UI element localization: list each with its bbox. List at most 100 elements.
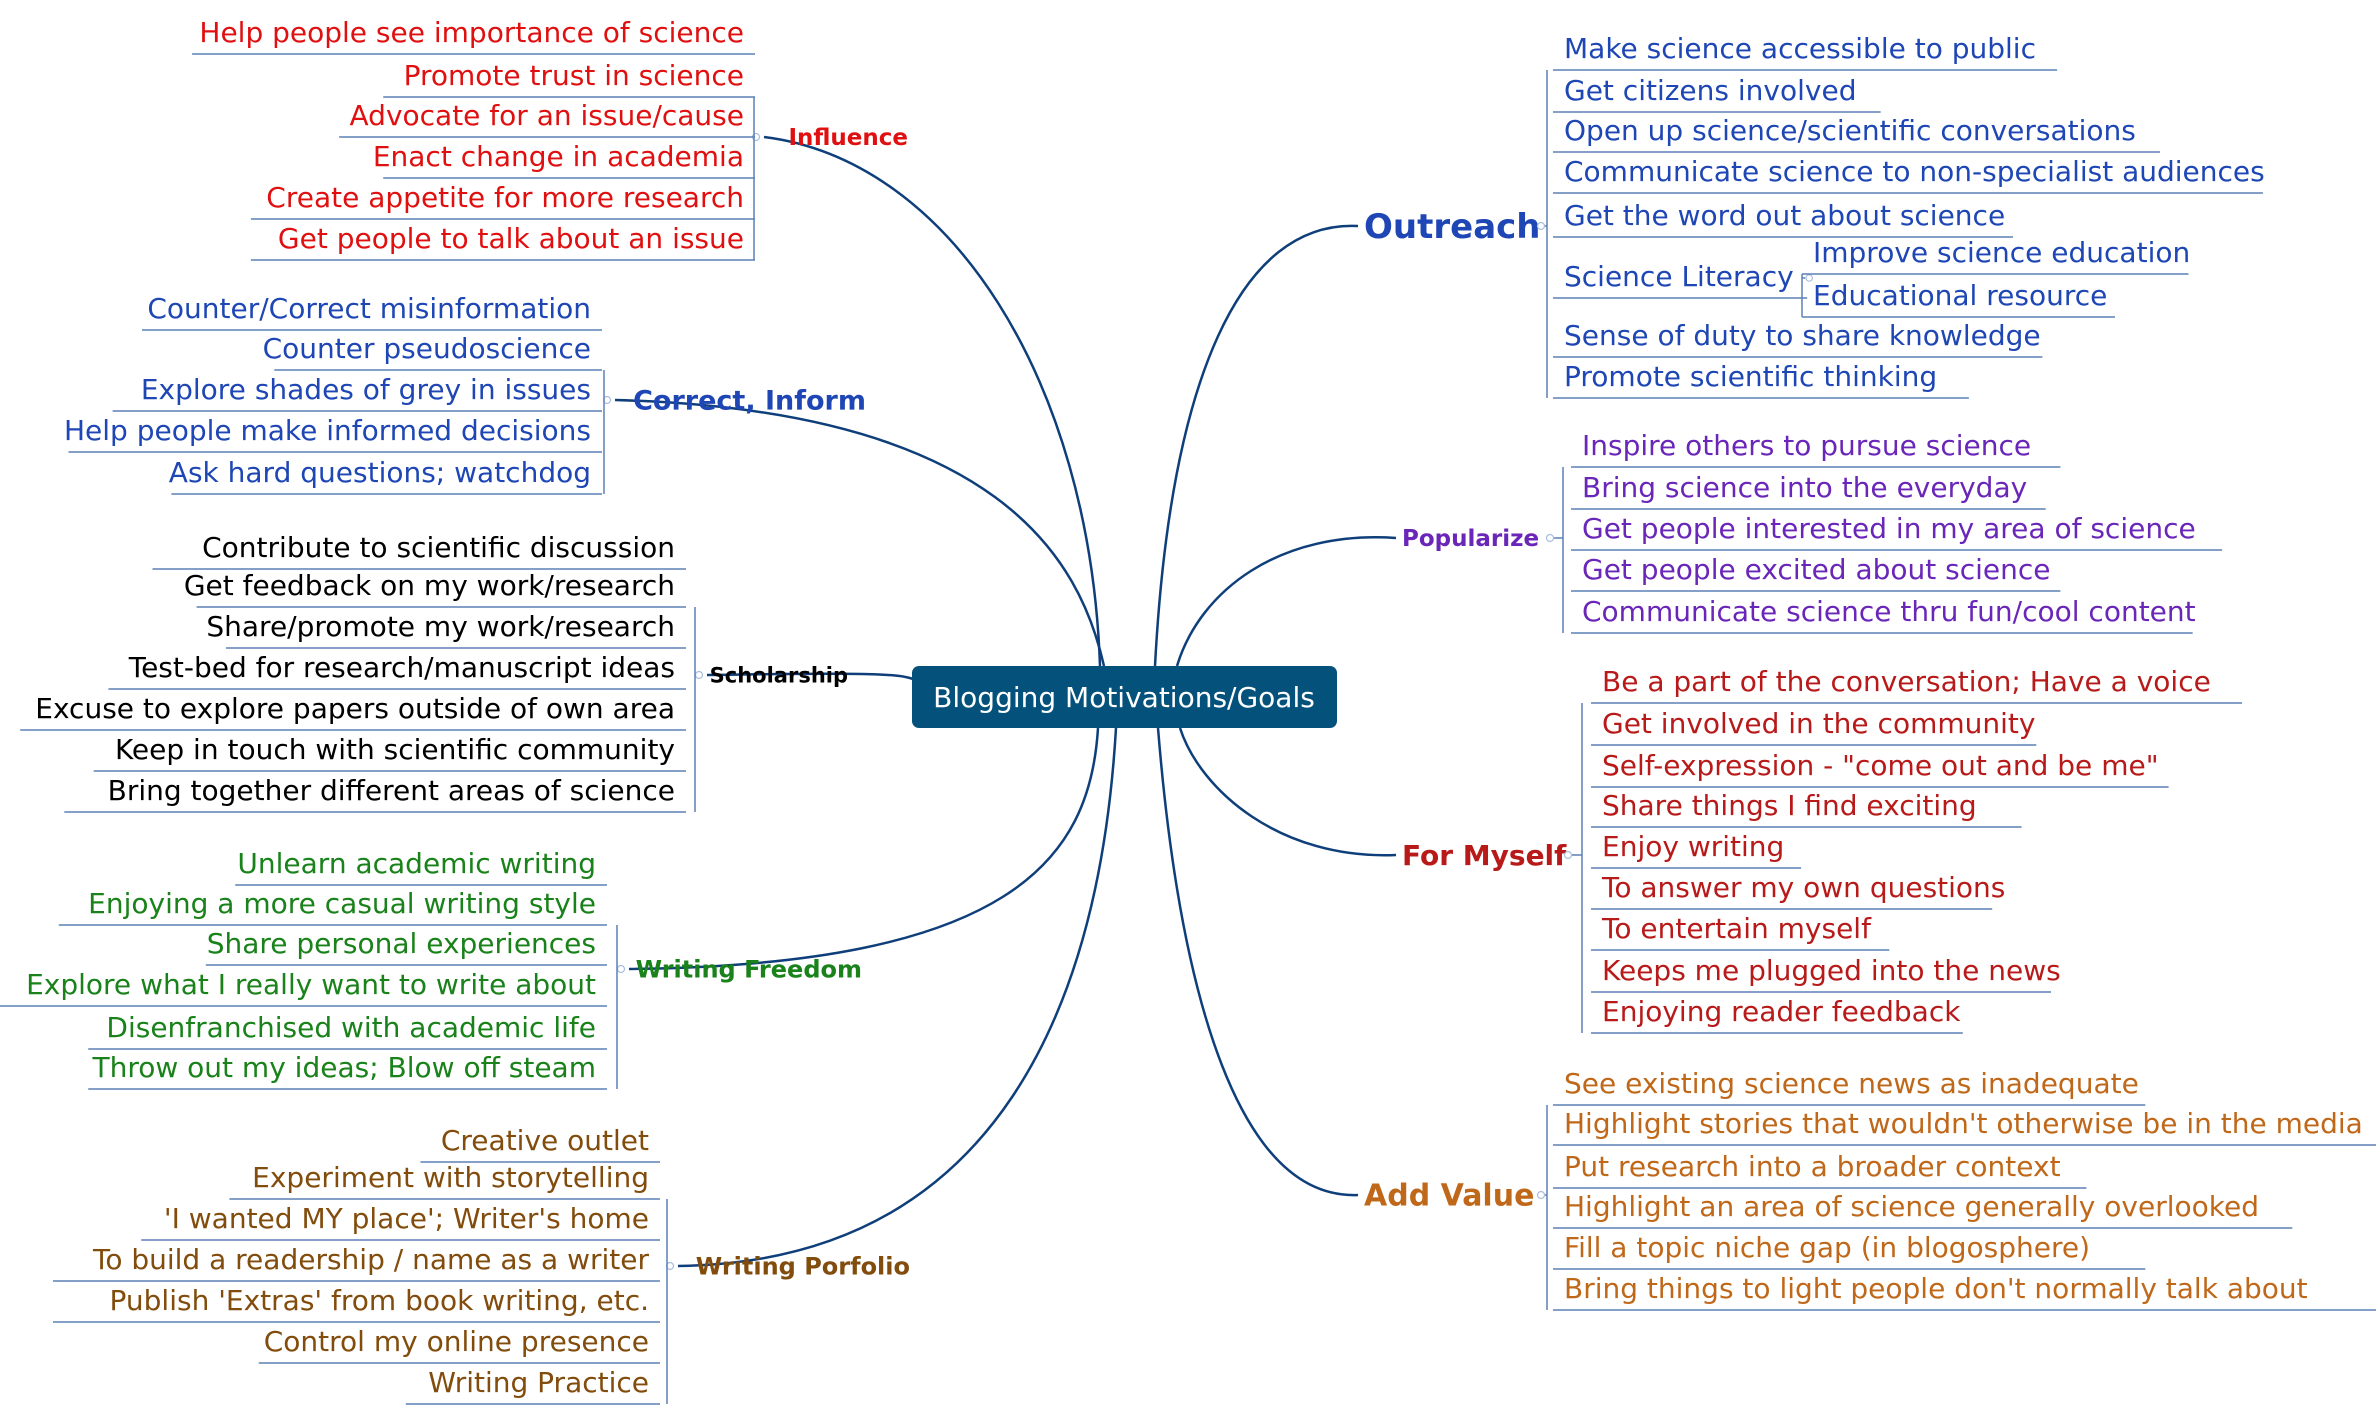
correct-item[interactable]: Counter/Correct misinformation — [142, 292, 602, 331]
scholarship-item-label: Bring together different areas of scienc… — [108, 774, 675, 807]
portfolio-item[interactable]: 'I wanted MY place'; Writer's home — [141, 1202, 660, 1241]
scholarship-item[interactable]: Bring together different areas of scienc… — [64, 774, 686, 813]
collapse-handle-icon[interactable] — [1545, 533, 1555, 543]
branch-label-influence[interactable]: Influence — [788, 125, 908, 151]
scholarship-item[interactable]: Test-bed for research/manuscript ideas — [108, 651, 686, 690]
addvalue-item-label: Bring things to light people don't norma… — [1564, 1272, 2308, 1305]
myself-item-label: Enjoy writing — [1602, 830, 1784, 863]
scholarship-item[interactable]: Excuse to explore papers outside of own … — [20, 692, 686, 731]
collapse-handle-icon[interactable] — [1805, 274, 1814, 282]
influence-item[interactable]: Promote trust in science — [383, 59, 755, 98]
collapse-handle-icon[interactable] — [1536, 221, 1546, 231]
branch-label-myself[interactable]: For Myself — [1402, 839, 1567, 872]
outreach-item[interactable]: Sense of duty to share knowledge — [1553, 319, 2043, 358]
sub-item-label: Improve science education — [1813, 236, 2190, 269]
portfolio-item[interactable]: Creative outlet — [420, 1124, 661, 1163]
freedom-item[interactable]: Unlearn academic writing — [235, 847, 607, 886]
influence-item[interactable]: Help people see importance of science — [192, 16, 755, 55]
freedom-item[interactable]: Share personal experiences — [205, 927, 607, 966]
outreach-item[interactable]: Open up science/scientific conversations — [1553, 114, 2160, 153]
portfolio-item[interactable]: Control my online presence — [258, 1325, 660, 1364]
collapse-handle-icon[interactable] — [616, 964, 626, 974]
myself-item-label: Be a part of the conversation; Have a vo… — [1602, 665, 2211, 698]
myself-item[interactable]: Share things I find exciting — [1591, 789, 2022, 828]
outreach-item[interactable]: Make science accessible to public — [1553, 32, 2058, 71]
branch-label-outreach[interactable]: Outreach — [1364, 207, 1541, 247]
addvalue-item[interactable]: Fill a topic niche gap (in blogosphere) — [1553, 1231, 2146, 1270]
influence-item[interactable]: Get people to talk about an issue — [250, 222, 755, 261]
portfolio-item[interactable]: To build a readership / name as a writer — [53, 1243, 660, 1282]
outreach-item-label: Promote scientific thinking — [1564, 360, 1937, 393]
influence-item-label: Enact change in academia — [373, 140, 744, 173]
popularize-item[interactable]: Get people excited about science — [1571, 553, 2061, 592]
scholarship-item[interactable]: Share/promote my work/research — [206, 610, 686, 649]
scholarship-item[interactable]: Contribute to scientific discussion — [152, 531, 687, 570]
freedom-item-label: Enjoying a more casual writing style — [88, 887, 596, 920]
branch-label-scholarship[interactable]: Scholarship — [710, 663, 848, 687]
addvalue-item[interactable]: Highlight an area of science generally o… — [1553, 1190, 2293, 1229]
correct-item[interactable]: Explore shades of grey in issues — [112, 373, 602, 412]
freedom-item[interactable]: Throw out my ideas; Blow off steam — [88, 1051, 607, 1090]
popularize-item-label: Get people interested in my area of scie… — [1582, 512, 2196, 545]
popularize-item[interactable]: Inspire others to pursue science — [1571, 429, 2061, 468]
myself-item[interactable]: Enjoying reader feedback — [1591, 995, 1963, 1034]
addvalue-item[interactable]: Put research into a broader context — [1553, 1150, 2087, 1189]
outreach-item[interactable]: Science Literacy — [1553, 260, 1808, 299]
myself-item[interactable]: To entertain myself — [1591, 912, 1890, 951]
influence-item[interactable]: Create appetite for more research — [250, 181, 755, 220]
myself-item[interactable]: Enjoy writing — [1591, 830, 1802, 869]
branch-outreach: Outreach Make science accessible to publi… — [1364, 32, 2265, 399]
outreach-item[interactable]: Get the word out about science — [1553, 199, 2013, 238]
branch-label-freedom[interactable]: Writing Freedom — [636, 955, 862, 983]
influence-item[interactable]: Advocate for an issue/cause — [339, 99, 755, 138]
freedom-item-label: Throw out my ideas; Blow off steam — [91, 1051, 596, 1084]
sub-item[interactable]: Educational resource — [1802, 279, 2115, 318]
branch-label-portfolio[interactable]: Writing Porfolio — [696, 1252, 910, 1280]
influence-item-label: Help people see importance of science — [199, 16, 744, 49]
myself-item[interactable]: To answer my own questions — [1591, 871, 2005, 910]
outreach-item[interactable]: Communicate science to non-specialist au… — [1553, 155, 2265, 194]
portfolio-item[interactable]: Experiment with storytelling — [229, 1161, 660, 1200]
correct-item[interactable]: Counter pseudoscience — [263, 332, 602, 371]
freedom-item[interactable]: Explore what I really want to write abou… — [0, 968, 607, 1007]
freedom-item[interactable]: Disenfranchised with academic life — [88, 1011, 607, 1050]
myself-item[interactable]: Get involved in the community — [1591, 707, 2037, 746]
myself-item[interactable]: Be a part of the conversation; Have a vo… — [1591, 665, 2243, 704]
branch-label-popularize[interactable]: Popularize — [1402, 526, 1539, 552]
myself-item[interactable]: Keeps me plugged into the news — [1591, 954, 2061, 993]
popularize-item[interactable]: Bring science into the everyday — [1571, 471, 2046, 510]
popularize-item[interactable]: Get people interested in my area of scie… — [1571, 512, 2223, 551]
correct-item[interactable]: Ask hard questions; watchdog — [169, 456, 602, 495]
branch-label-correct[interactable]: Correct, Inform — [633, 385, 866, 416]
sub-item[interactable]: Improve science education — [1802, 236, 2190, 275]
center-topic[interactable]: Blogging Motivations/Goals — [912, 666, 1337, 728]
portfolio-item[interactable]: Publish 'Extras' from book writing, etc. — [53, 1284, 660, 1323]
center-topic-label: Blogging Motivations/Goals — [933, 681, 1315, 714]
influence-item-label: Create appetite for more research — [266, 181, 744, 214]
branch-label-addvalue[interactable]: Add Value — [1364, 1179, 1534, 1214]
addvalue-item[interactable]: Highlight stories that wouldn't otherwis… — [1553, 1107, 2376, 1146]
freedom-item[interactable]: Enjoying a more casual writing style — [58, 887, 607, 926]
outreach-item[interactable]: Get citizens involved — [1553, 74, 1881, 113]
collapse-handle-icon[interactable] — [1563, 850, 1573, 860]
addvalue-item[interactable]: Bring things to light people don't norma… — [1553, 1272, 2376, 1311]
addvalue-item[interactable]: See existing science news as inadequate — [1553, 1067, 2146, 1106]
scholarship-item-label: Test-bed for research/manuscript ideas — [128, 651, 675, 684]
portfolio-item-label: To build a readership / name as a writer — [92, 1243, 650, 1276]
portfolio-item[interactable]: Writing Practice — [405, 1366, 660, 1405]
scholarship-item[interactable]: Get feedback on my work/research — [184, 569, 686, 608]
popularize-item[interactable]: Communicate science thru fun/cool conten… — [1571, 595, 2196, 634]
myself-item[interactable]: Self-expression - "come out and be me" — [1591, 749, 2169, 788]
influence-item[interactable]: Enact change in academia — [373, 140, 755, 179]
freedom-item-label: Explore what I really want to write abou… — [26, 968, 596, 1001]
correct-item[interactable]: Help people make informed decisions — [64, 414, 602, 453]
collapse-handle-icon[interactable] — [1536, 1190, 1546, 1200]
sub-item-label: Educational resource — [1813, 279, 2107, 312]
scholarship-item[interactable]: Keep in touch with scientific community — [93, 733, 686, 772]
outreach-item[interactable]: Promote scientific thinking — [1553, 360, 1969, 399]
portfolio-item-label: Writing Practice — [428, 1366, 649, 1399]
branch-influence: Influence Help people see importance of s… — [192, 16, 908, 261]
scholarship-item-label: Contribute to scientific discussion — [202, 531, 675, 564]
collapse-handle-icon[interactable] — [694, 670, 704, 680]
